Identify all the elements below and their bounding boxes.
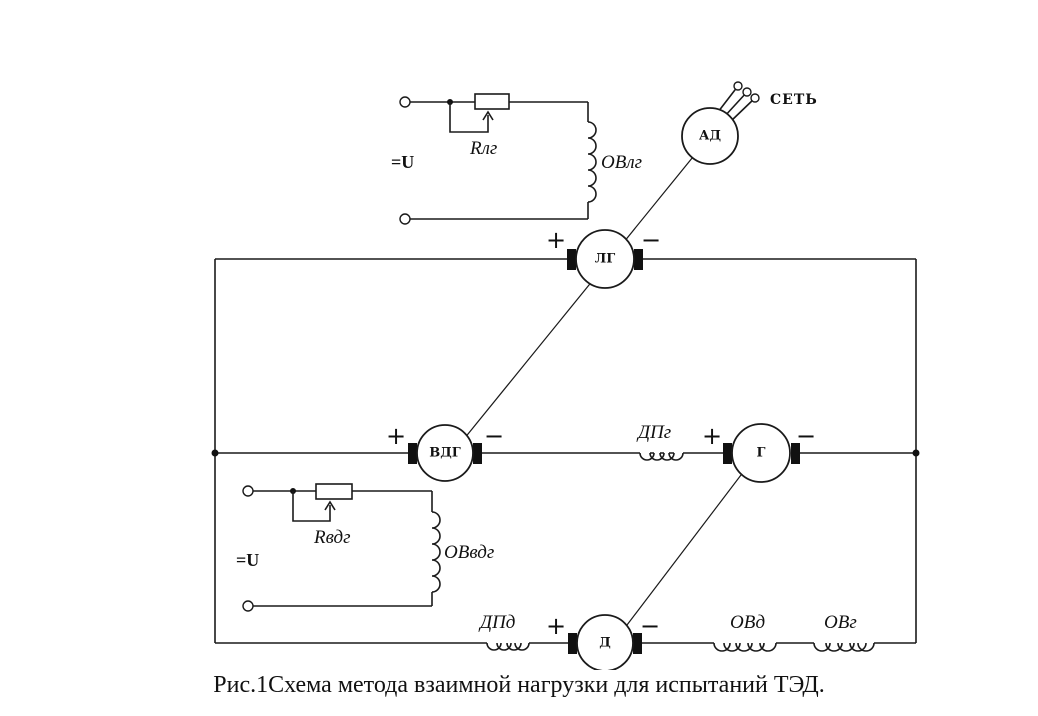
excitation-circuit-vdg: Rвдг ОВвдг =U: [236, 483, 494, 612]
minus-sign-vdg: −: [484, 422, 504, 450]
coil-dp-g: [639, 452, 684, 461]
machine-g-label: Г: [757, 446, 766, 461]
network-terminal: [750, 93, 760, 103]
shaft-ad-lg-vdg: [454, 135, 711, 451]
label-ov-vdg: ОВвдг: [444, 542, 494, 563]
coil-ov-vdg: [431, 511, 441, 593]
coil-ov-d: [713, 642, 777, 652]
supply-terminal: [242, 485, 254, 497]
junction-node-right: [912, 449, 920, 457]
circuit-diagram: АД ЛГ ВДГ Г Д + − + − + − + −: [211, 81, 920, 670]
brush-d-minus: [633, 633, 642, 654]
network-connection: [717, 81, 760, 123]
label-r-vdg: Rвдг: [313, 527, 351, 548]
plus-sign-lg: +: [546, 226, 566, 254]
coil-dp-d: [486, 642, 530, 651]
label-dp-d: ДПд: [478, 612, 515, 633]
coil-ov-g: [813, 642, 875, 652]
minus-sign-g: −: [796, 422, 816, 450]
brush-vdg-plus: [408, 443, 417, 464]
label-u-bottom: =U: [236, 550, 259, 570]
supply-terminal: [399, 213, 411, 225]
brush-vdg-minus: [473, 443, 482, 464]
machine-g: Г: [723, 423, 800, 483]
minus-sign-lg: −: [641, 226, 661, 254]
machine-ad-label: АД: [699, 129, 721, 144]
label-r-lg: Rлг: [469, 138, 497, 159]
brush-g-plus: [723, 443, 732, 464]
brush-g-minus: [791, 443, 800, 464]
machine-lg: ЛГ: [567, 229, 643, 289]
supply-terminal: [242, 600, 254, 612]
coil-ov-lg: [587, 121, 597, 203]
label-ov-lg: ОВлг: [601, 152, 642, 173]
label-ov-d: ОВд: [730, 612, 765, 633]
brush-lg-plus: [567, 249, 576, 270]
shaft-g-d: [607, 449, 761, 651]
figure-caption: Рис.1Схема метода взаимной нагрузки для …: [213, 672, 825, 698]
label-ov-g: ОВг: [824, 612, 857, 633]
supply-terminal: [399, 96, 411, 108]
junction-node-left: [211, 449, 219, 457]
machine-vdg-label: ВДГ: [429, 446, 461, 461]
label-network: СЕТЬ: [770, 92, 818, 108]
machine-lg-label: ЛГ: [595, 252, 615, 267]
minus-sign-d: −: [640, 612, 660, 640]
label-u-top: =U: [391, 152, 414, 172]
plus-sign-g: +: [702, 422, 722, 450]
rheostat-r-lg: [474, 93, 510, 110]
brush-d-plus: [568, 633, 577, 654]
rheostat-r-vdg: [315, 483, 353, 500]
label-dp-g: ДПг: [636, 422, 671, 443]
machine-ad: АД: [681, 107, 739, 165]
machine-d: Д: [568, 614, 642, 670]
network-terminal: [742, 87, 752, 97]
machine-d-label: Д: [599, 636, 611, 651]
machine-vdg: ВДГ: [408, 424, 482, 482]
brush-lg-minus: [634, 249, 643, 270]
network-terminal: [733, 81, 743, 91]
plus-sign-vdg: +: [386, 422, 406, 450]
excitation-circuit-lg: Rлг ОВлг =U: [391, 93, 642, 225]
plus-sign-d: +: [546, 612, 566, 640]
